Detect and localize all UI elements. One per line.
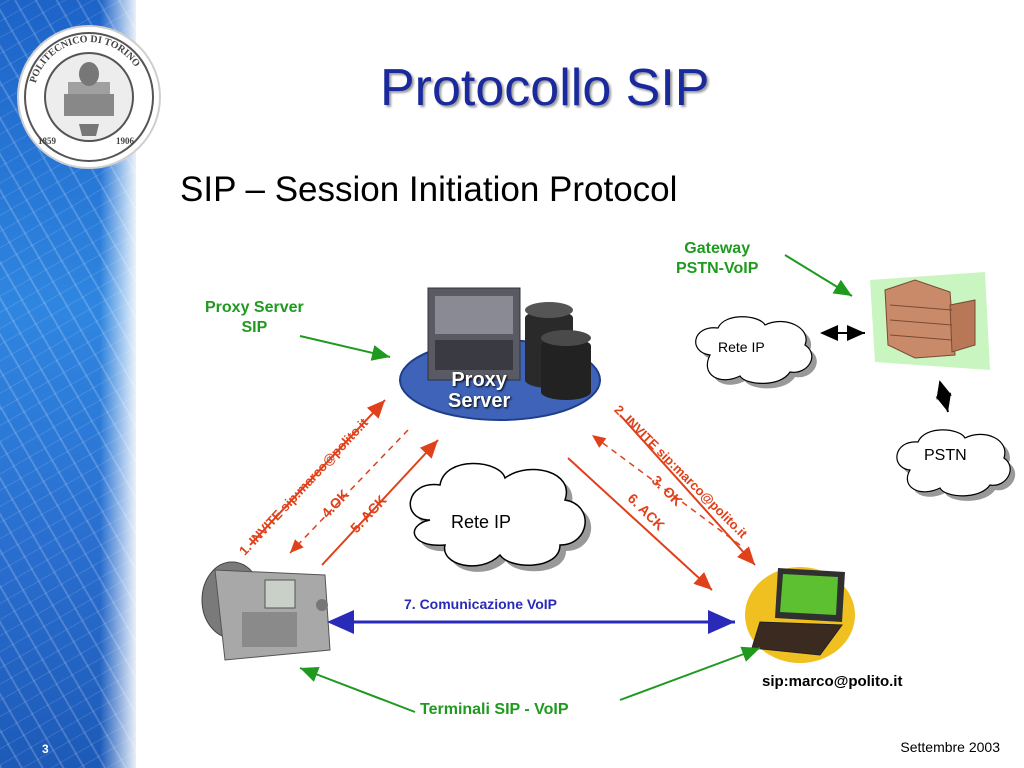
proxy-server-text-line1: Proxy — [451, 369, 507, 391]
proxy-label-line1: Proxy Server — [205, 299, 304, 316]
proxy-server-text: Proxy Server — [448, 370, 510, 412]
terminals-label: Terminali SIP - VoIP — [420, 701, 569, 718]
gateway-label: Gateway PSTN-VoIP — [676, 239, 758, 279]
gateway-label-line2: PSTN-VoIP — [676, 260, 759, 277]
cloud-rete-ip-small — [695, 316, 813, 384]
sip-address-label: sip:marco@polito.it — [762, 673, 903, 690]
phone-illustration — [201, 561, 331, 661]
rete-ip-small-text: Rete IP — [718, 339, 765, 355]
gateway-label-line1: Gateway — [684, 240, 751, 257]
cloud-pstn — [896, 429, 1011, 497]
proxy-server-label: Proxy Server SIP — [205, 298, 304, 338]
svg-text:1906: 1906 — [116, 136, 135, 146]
gateway-building-illustration — [870, 272, 990, 370]
pstn-text: PSTN — [924, 447, 967, 464]
footer-date: Settembre 2003 — [900, 739, 1000, 755]
svg-text:1859: 1859 — [38, 136, 57, 146]
slide-subtitle: SIP – Session Initiation Protocol — [180, 170, 678, 209]
slide-title: Protocollo SIP — [380, 59, 710, 117]
rete-ip-center-text: Rete IP — [451, 512, 512, 532]
voip-label: 7. Comunicazione VoIP — [404, 596, 557, 612]
proxy-server-text-line2: Server — [448, 390, 511, 412]
laptop-illustration — [745, 567, 855, 663]
proxy-server-illustration — [399, 287, 601, 421]
page-number: 3 — [42, 742, 49, 756]
politecnico-logo: 1859 1906 POLITECNICO DI TORINO — [17, 25, 161, 169]
proxy-label-line2: SIP — [241, 319, 268, 336]
